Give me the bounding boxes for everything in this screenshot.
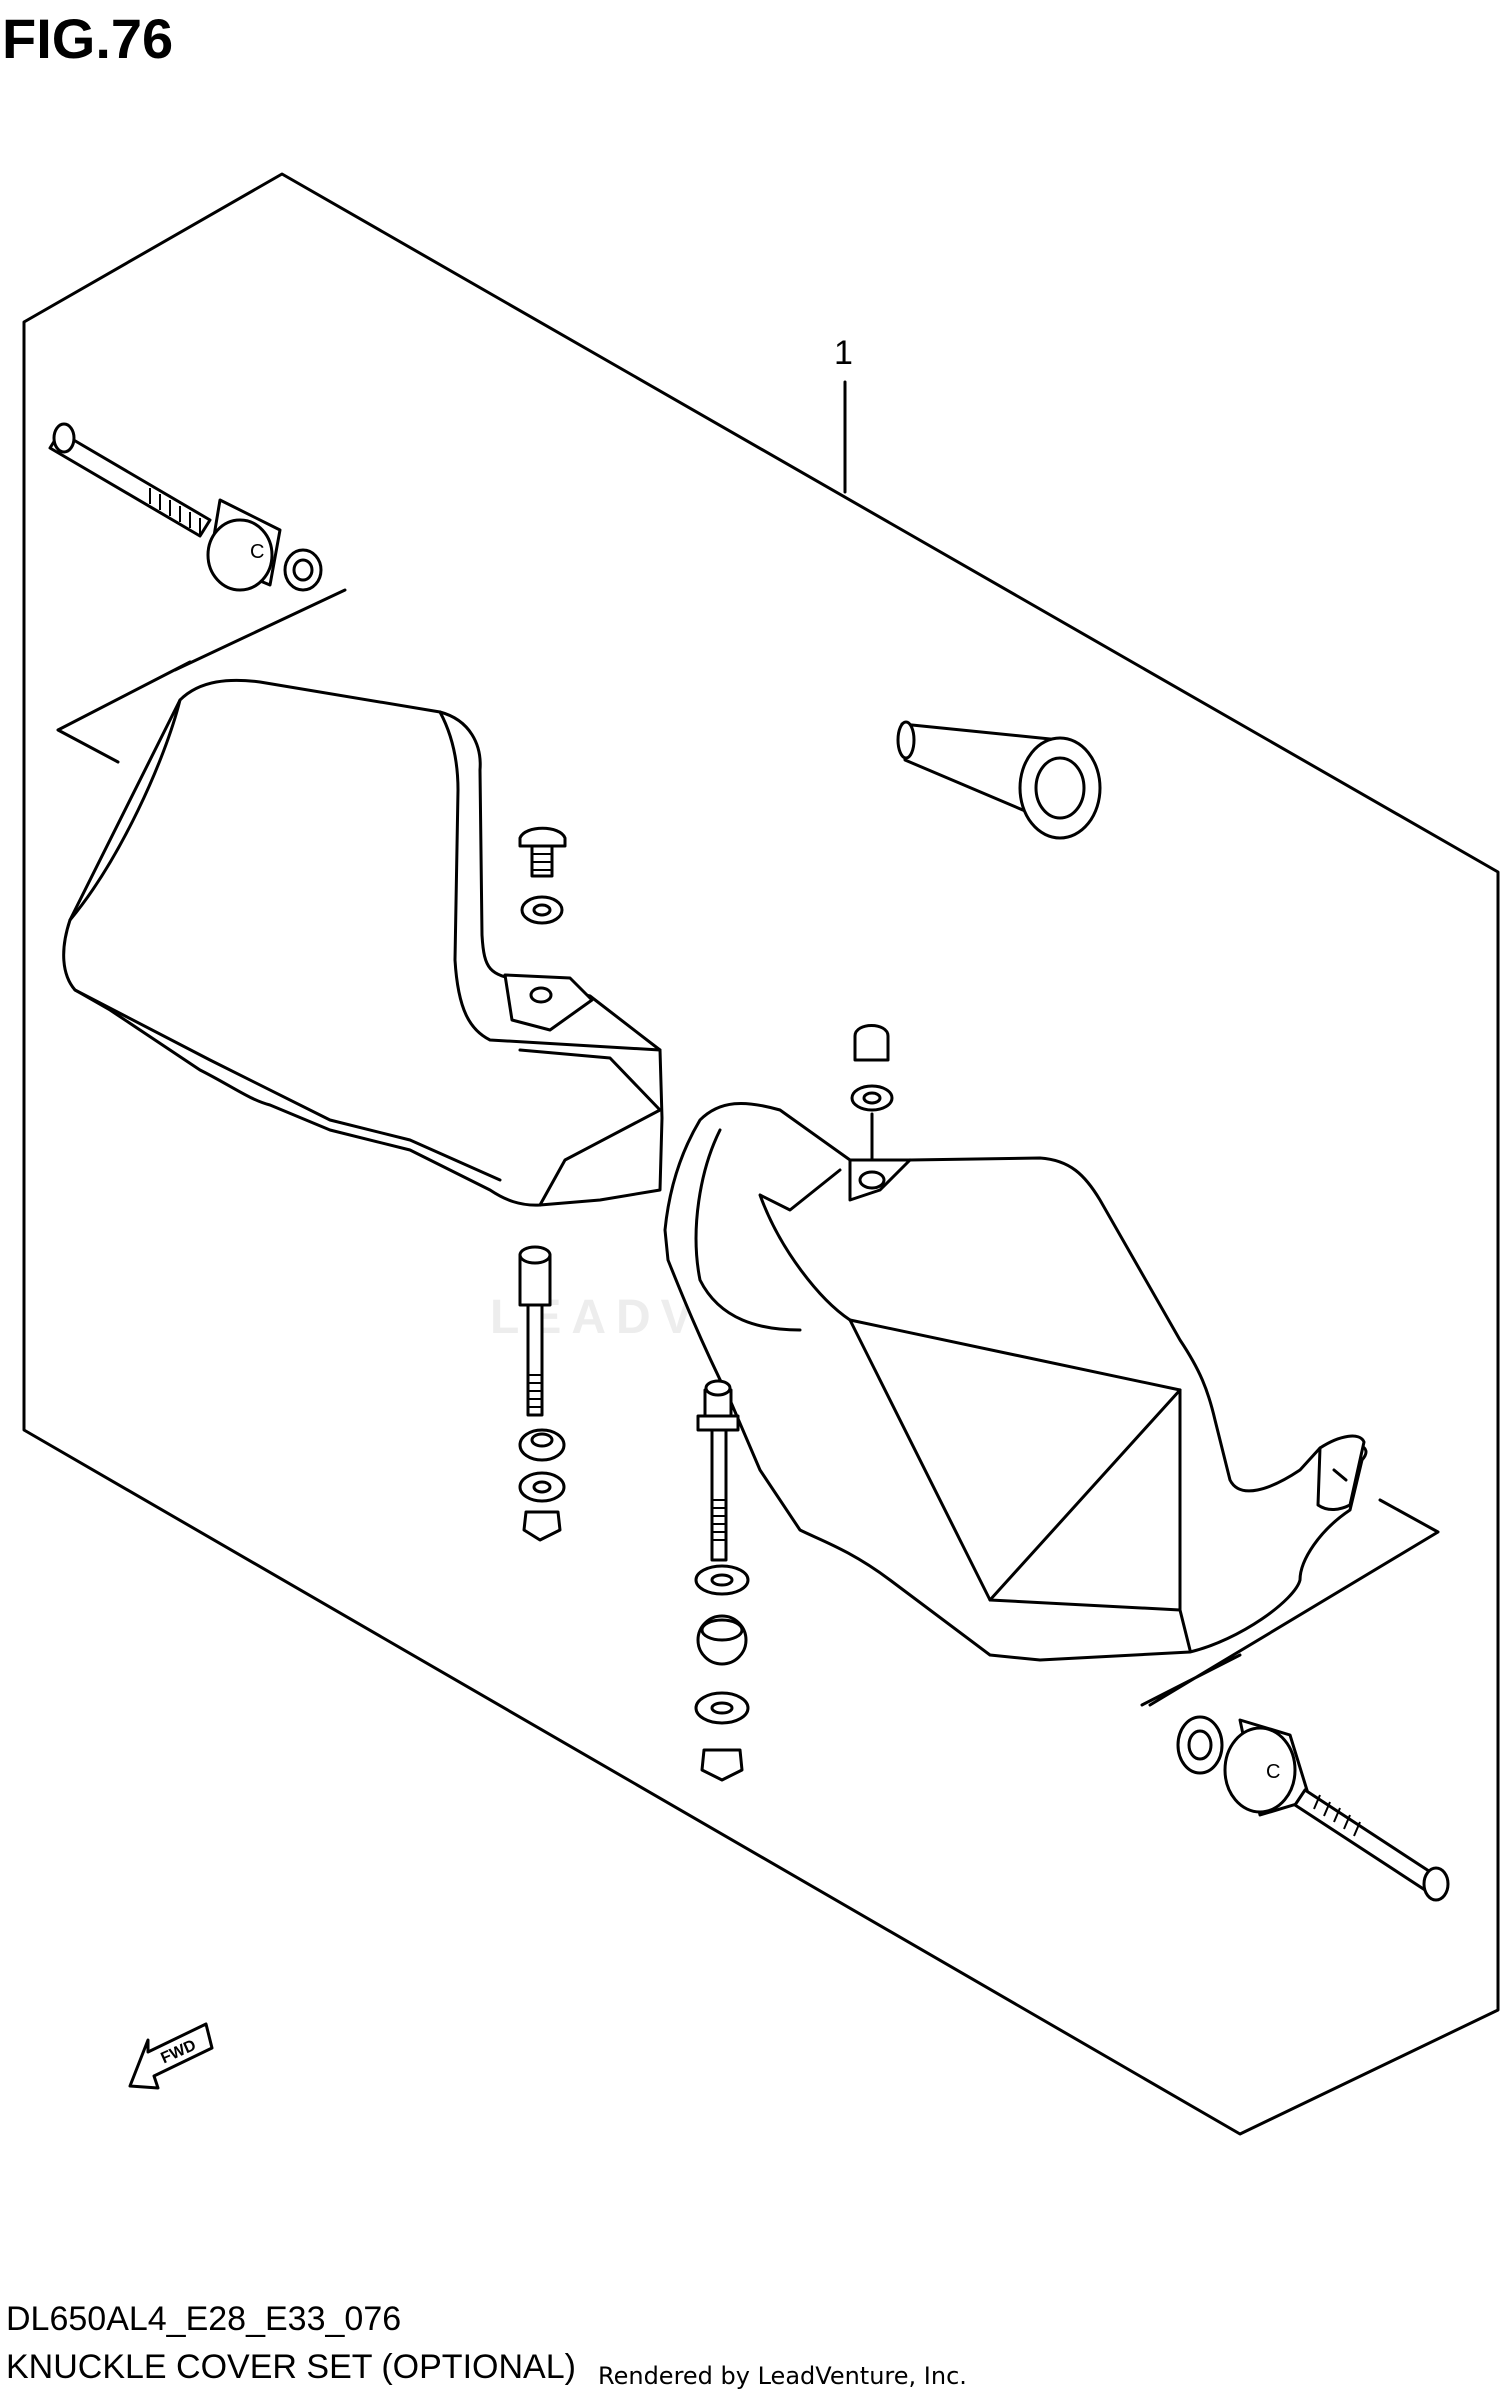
- grommet: [896, 720, 1102, 840]
- left-bar-end-weight: C: [206, 498, 282, 592]
- right-lower-washer-1: [694, 1564, 750, 1596]
- fwd-arrow-icon: FWD: [128, 2022, 214, 2090]
- right-knuckle-cover: [663, 1101, 1368, 1662]
- right-lower-washer-2: [694, 1691, 750, 1725]
- cap-nut: [853, 1024, 890, 1062]
- right-lower-nut: [700, 1748, 744, 1782]
- left-lower-washer: [518, 1471, 566, 1503]
- diagram-code: DL650AL4_E28_E33_076: [6, 2300, 402, 2338]
- right-bar-end-weight: C: [1223, 1718, 1312, 1817]
- left-top-washer: [520, 895, 564, 925]
- right-long-bolt: [696, 1379, 740, 1562]
- right-bar-end-bolt: [1293, 1788, 1450, 1902]
- left-lower-bolt: [518, 1245, 552, 1417]
- left-assembly-lines: [56, 588, 347, 764]
- left-lower-collar: [518, 1428, 566, 1462]
- svg-text:C: C: [1266, 1761, 1280, 1783]
- left-knuckle-cover: [62, 678, 664, 1207]
- svg-text:C: C: [250, 541, 264, 563]
- right-lower-collar: [696, 1614, 748, 1666]
- rendered-by-credit: Rendered by LeadVenture, Inc.: [598, 2362, 967, 2390]
- left-washer: [283, 548, 323, 592]
- left-lower-nut: [522, 1510, 562, 1542]
- kit-boundary: [22, 172, 1500, 2136]
- callout-label: 1: [834, 334, 853, 372]
- right-washer: [1176, 1715, 1224, 1775]
- figure-title: FIG.76: [2, 7, 174, 70]
- right-assembly-lines: [1140, 1498, 1440, 1707]
- right-top-washer: [850, 1084, 894, 1112]
- diagram-caption: KNUCKLE COVER SET (OPTIONAL): [6, 2348, 576, 2386]
- left-bar-end-bolt: [48, 422, 212, 538]
- left-top-screw: [518, 826, 567, 878]
